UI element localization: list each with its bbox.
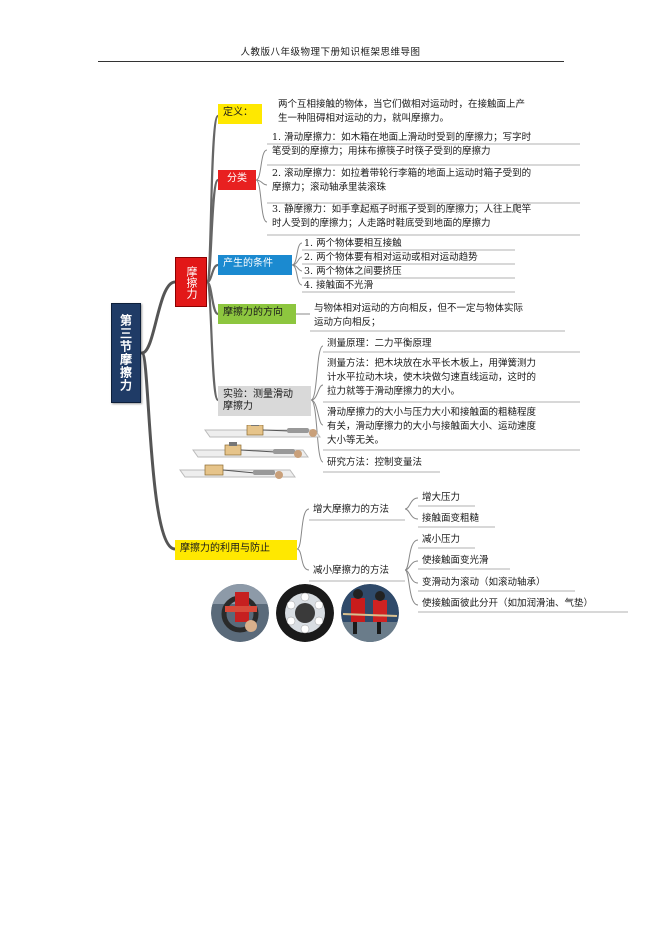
definition-text-line1: 两个互相接触的物体，当它们做相对运动时，在接触面上产 bbox=[278, 99, 526, 110]
experiment-conclusion-line2: 有关，滑动摩擦力的大小与接触面大小、运动速度 bbox=[327, 421, 537, 432]
conditions-label: 产生的条件 bbox=[218, 255, 292, 275]
condition-item-1: 1. 两个物体要相互接触 bbox=[304, 238, 402, 249]
root-to-friction-line bbox=[140, 280, 177, 355]
classification-item-3-line1: 3. 静摩擦力：如手拿起瓶子时瓶子受到的摩擦力；人往上爬竿 bbox=[272, 204, 532, 215]
experiment-label: 实验：测量滑动 摩擦力 bbox=[218, 386, 311, 416]
classification-item-2-line2: 摩擦力；滚动轴承里装滚珠 bbox=[272, 182, 387, 193]
experiment-method-line2: 计水平拉动木块，使木块做匀速直线运动，这时的 bbox=[327, 372, 537, 383]
experiment-conclusion-line3: 大小等无关。 bbox=[327, 435, 385, 446]
reduce-method-3: 变滑动为滚动（如滚动轴承） bbox=[422, 577, 546, 588]
experiment-method-line3: 拉力就等于滑动摩擦力的大小。 bbox=[327, 386, 461, 397]
reduce-method-1: 减小压力 bbox=[422, 534, 461, 545]
increase-method-1: 增大压力 bbox=[422, 492, 461, 503]
experiment-research-method: 研究方法：控制变量法 bbox=[327, 457, 423, 468]
experiment-label-line2: 摩擦力 bbox=[223, 401, 253, 412]
direction-text-line2: 运动方向相反； bbox=[314, 317, 381, 328]
experiment-principle: 测量原理：二力平衡原理 bbox=[327, 338, 432, 349]
direction-text-line1: 与物体相对运动的方向相反，但不一定与物体实际 bbox=[314, 303, 524, 314]
direction-label: 摩擦力的方向 bbox=[218, 304, 296, 324]
reduce-friction-label: 减小摩擦力的方法 bbox=[313, 565, 390, 576]
classification-item-1-line2: 笔受到的摩擦力；用抹布擦筷子时筷子受到的摩擦力 bbox=[272, 146, 491, 157]
page-header: 人教版八年级物理下册知识框架思维导图 bbox=[240, 47, 421, 58]
experiment-conclusion-line1: 滑动摩擦力的大小与压力大小和接触面的粗糙程度 bbox=[327, 407, 537, 418]
classification-item-2-line1: 2. 滚动摩擦力：如拉着带轮行李箱的地面上运动时箱子受到的 bbox=[272, 168, 532, 179]
definition-label: 定义： bbox=[218, 104, 262, 124]
increase-friction-label: 增大摩擦力的方法 bbox=[313, 504, 390, 515]
friction-node: 摩擦力 bbox=[175, 257, 207, 307]
root-to-use-line bbox=[140, 351, 177, 551]
friction-to-classification-line bbox=[205, 178, 220, 284]
definition-text-line2: 生一种阻碍相对运动的力，就叫摩擦力。 bbox=[278, 113, 450, 124]
friction-to-experiment-line bbox=[205, 280, 220, 402]
experiment-method-line1: 测量方法：把木块放在水平长木板上，用弹簧测力 bbox=[327, 358, 537, 369]
use-prevention-label: 摩擦力的利用与防止 bbox=[175, 540, 297, 560]
reduce-method-2: 使接触面变光滑 bbox=[422, 555, 489, 566]
friction-experiment-illustration bbox=[179, 425, 321, 479]
friction-to-definition-line bbox=[205, 114, 220, 284]
tug-of-war-photo bbox=[341, 584, 399, 642]
ball-bearing-photo bbox=[276, 584, 334, 642]
header-rule bbox=[98, 61, 564, 62]
root-node: 第三节摩擦力 bbox=[111, 303, 141, 403]
classification-label: 分类 bbox=[218, 170, 256, 190]
condition-item-2: 2. 两个物体要有相对运动或相对运动趋势 bbox=[304, 252, 478, 263]
classification-item-1-line1: 1. 滑动摩擦力：如木箱在地面上滑动时受到的摩擦力；写字时 bbox=[272, 132, 532, 143]
condition-item-4: 4. 接触面不光滑 bbox=[304, 280, 374, 291]
bicycle-brake-photo bbox=[211, 584, 269, 642]
increase-method-2: 接触面变粗糙 bbox=[422, 513, 480, 524]
condition-item-3: 3. 两个物体之间要挤压 bbox=[304, 266, 402, 277]
experiment-label-line1: 实验：测量滑动 bbox=[223, 389, 293, 400]
reduce-method-4: 使接触面彼此分开（如加润滑油、气垫） bbox=[422, 598, 594, 609]
classification-item-3-line2: 时人受到的摩擦力；人走路时鞋底受到地面的摩擦力 bbox=[272, 218, 491, 229]
